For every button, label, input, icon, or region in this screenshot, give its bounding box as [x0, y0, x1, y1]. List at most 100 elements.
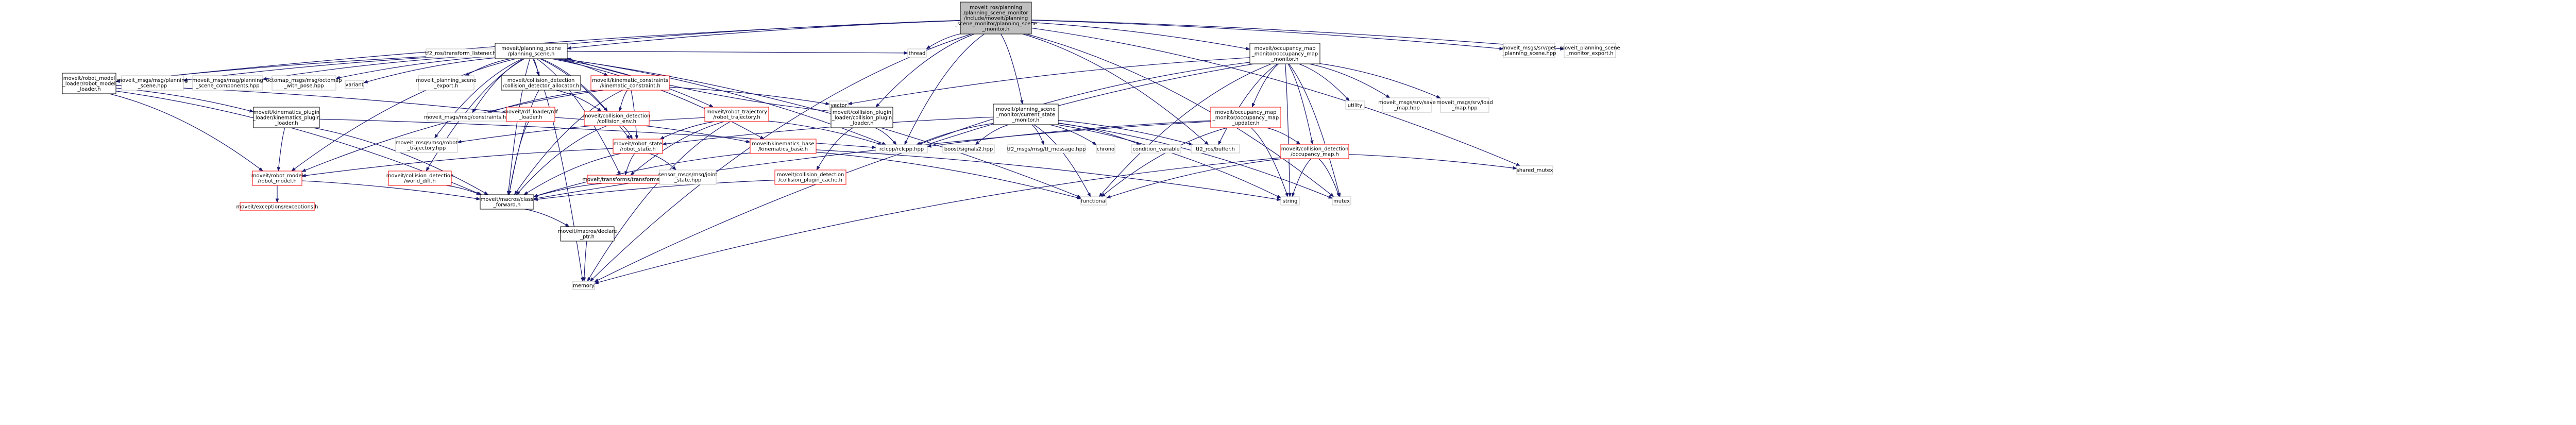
- edge-occ_map-to-memory: [594, 157, 1281, 284]
- node-label-srv_get_ps-0: moveit_msgs/srv/get: [1502, 45, 1556, 51]
- edge-cd_alloc-to-cenv: [556, 90, 602, 112]
- edge-world_diff-to-class_fwd: [446, 185, 481, 195]
- node-box-csm: [993, 104, 1059, 125]
- edge-occ_upd-to-string: [1251, 127, 1289, 197]
- node-ps[interactable]: moveit/planning_scene/planning_scene.h: [495, 43, 568, 59]
- node-box-occ_upd: [1210, 107, 1281, 128]
- edge-root-to-srv_get_ps: [1031, 20, 1504, 50]
- node-occ_upd[interactable]: moveit/occupancy_map_monitor/occupancy_m…: [1210, 107, 1281, 128]
- node-root[interactable]: moveit_ros/planning/planning_scene_monit…: [954, 2, 1037, 35]
- node-label-rstate-1: /robot_state.h: [620, 147, 656, 152]
- edge-root-to-rclcpp: [904, 33, 985, 145]
- node-cenv[interactable]: moveit/collision_detection/collision_env…: [583, 111, 651, 126]
- edge-kbase-to-string: [816, 149, 1281, 201]
- edge-kbase-to-class_fwd: [533, 152, 751, 197]
- node-box-occ_mon: [1249, 43, 1320, 64]
- node-cpl[interactable]: moveit/collision_plugin_loader/collision…: [831, 107, 893, 128]
- node-label-cpl-1: _loader/collision_plugin: [832, 115, 892, 121]
- node-box-kbase: [750, 139, 817, 154]
- node-box-condvar: [1131, 144, 1181, 154]
- node-label-tf2_msg-0: tf2_msgs/msg/tf_message.hpp: [1007, 146, 1086, 152]
- edge-occ_map-to-functional: [1106, 158, 1283, 199]
- edge-occ_map-to-string: [1292, 158, 1312, 197]
- node-kbase[interactable]: moveit/kinematics_base/kinematics_base.h: [750, 139, 817, 154]
- node-box-mutex: [1332, 196, 1351, 206]
- node-box-cpl: [831, 107, 893, 128]
- node-exceptions[interactable]: moveit/exceptions/exceptions.h: [236, 202, 318, 211]
- node-kin_con[interactable]: moveit/kinematic_constraints/kinematic_c…: [590, 75, 670, 91]
- edge-root-to-mutex: [1026, 33, 1334, 197]
- node-box-declare_ptr: [560, 226, 615, 242]
- node-label-memory-0: memory: [573, 283, 595, 288]
- edge-occ_mon-to-utility: [1298, 63, 1350, 101]
- edge-root-to-cpl: [875, 33, 975, 108]
- node-label-cenv-1: /collision_env.h: [597, 119, 636, 125]
- node-label-occ_mon-0: moveit/occupancy_map: [1255, 46, 1316, 52]
- node-label-occ_mon-2: _monitor.h: [1271, 57, 1299, 62]
- node-box-boost_signals: [942, 144, 995, 154]
- edge-kin_con-to-vector: [669, 87, 830, 106]
- node-label-kin_plugin-0: moveit/kinematics_plugin: [253, 110, 319, 115]
- node-cplugin_cache[interactable]: moveit/collision_detection/collision_plu…: [774, 169, 846, 185]
- node-label-root-1: /planning_scene_monitor: [963, 10, 1028, 16]
- node-csm[interactable]: moveit/planning_scene_monitor/current_st…: [993, 104, 1059, 125]
- node-label-msg_ps-1: _scene.hpp: [138, 83, 167, 89]
- node-box-tf2_buffer: [1191, 144, 1240, 154]
- node-box-thread: [907, 48, 927, 58]
- node-cd_alloc[interactable]: moveit/collision_detection/collision_det…: [501, 75, 581, 91]
- node-utility: utility: [1345, 100, 1365, 110]
- node-box-functional: [1080, 196, 1107, 206]
- node-rstate[interactable]: moveit/robot_state/robot_state.h: [613, 139, 663, 154]
- node-label-ps_export-1: _monitor_export.h: [1566, 51, 1613, 57]
- node-box-rdf: [506, 107, 555, 122]
- node-class_fwd[interactable]: moveit/macros/class_forward.h: [480, 194, 534, 210]
- node-occ_mon[interactable]: moveit/occupancy_map_monitor/occupancy_m…: [1249, 43, 1320, 64]
- node-box-ps: [495, 43, 568, 59]
- node-rmodel[interactable]: moveit/robot_model/robot_model.h: [251, 171, 303, 186]
- node-label-occ_upd-2: _updater.h: [1232, 121, 1260, 126]
- node-mps_export: moveit_planning_scene_export.h: [416, 75, 477, 91]
- edge-rtraj-to-msg_rtraj: [457, 117, 705, 144]
- node-rtraj[interactable]: moveit/robot_trajectory/robot_trajectory…: [704, 107, 769, 122]
- node-label-kin_con-0: moveit/kinematic_constraints: [592, 78, 668, 83]
- node-occ_map[interactable]: moveit/collision_detection/occupancy_map…: [1280, 144, 1349, 159]
- node-label-declare_ptr-1: _ptr.h: [580, 234, 595, 240]
- edge-cplugin_cache-to-class_fwd: [533, 180, 775, 201]
- node-condvar: condition_variable: [1131, 144, 1181, 154]
- edge-cenv-to-rstate: [622, 125, 633, 140]
- node-layer: moveit_ros/planning/planning_scene_monit…: [62, 2, 1620, 290]
- edge-ps-to-msg_con: [472, 58, 524, 113]
- node-box-memory: [572, 281, 595, 290]
- edge-rtraj-to-transforms: [630, 121, 724, 176]
- edge-ps-to-transforms: [536, 58, 621, 176]
- node-label-rtraj-0: moveit/robot_trajectory: [706, 109, 767, 115]
- node-declare_ptr[interactable]: moveit/macros/declare_ptr.h: [558, 226, 617, 242]
- edge-declare_ptr-to-memory: [582, 241, 587, 282]
- edge-ps-to-thread: [567, 50, 908, 55]
- node-label-occ_map-0: moveit/collision_detection: [1281, 146, 1349, 152]
- edge-root-to-thread: [926, 33, 961, 49]
- node-label-ps-0: moveit/planning_scene: [501, 46, 561, 52]
- node-memory: memory: [572, 281, 595, 290]
- node-label-kin_plugin-1: _loader/kinematics_plugin: [252, 115, 320, 121]
- edge-kin_con-to-class_fwd: [514, 90, 623, 195]
- node-label-cd_alloc-1: /collision_detector_allocator.h: [503, 83, 579, 89]
- node-rdf[interactable]: moveit/rdf_loader/rdf_loader.h: [503, 107, 558, 122]
- node-label-csm-0: moveit/planning_scene: [996, 107, 1056, 112]
- node-label-mps_export-1: _export.h: [434, 83, 459, 89]
- node-label-occ_upd-1: _monitor/occupancy_map: [1212, 115, 1279, 121]
- node-rml[interactable]: moveit/robot_model_loader/robot_model_lo…: [62, 73, 116, 94]
- node-box-class_fwd: [480, 194, 534, 210]
- node-label-rml-1: _loader/robot_model: [62, 81, 116, 87]
- node-box-srv_load: [1440, 97, 1489, 113]
- edge-rtraj-to-rclcpp: [768, 121, 883, 145]
- node-transforms[interactable]: moveit/transforms/transforms.h: [582, 175, 665, 184]
- node-kin_plugin[interactable]: moveit/kinematics_plugin_loader/kinemati…: [252, 107, 320, 128]
- node-label-srv_save-1: _map.hpp: [1394, 106, 1419, 111]
- node-box-kin_plugin: [253, 107, 320, 128]
- node-label-class_fwd-0: moveit/macros/class: [481, 197, 534, 202]
- node-world_diff[interactable]: moveit/collision_detection/world_diff.h: [386, 171, 454, 186]
- edge-ps-to-octomap_pose: [335, 56, 496, 80]
- edge-occ_map-to-shared_mutex: [1348, 154, 1517, 170]
- node-box-mps_export: [418, 75, 474, 91]
